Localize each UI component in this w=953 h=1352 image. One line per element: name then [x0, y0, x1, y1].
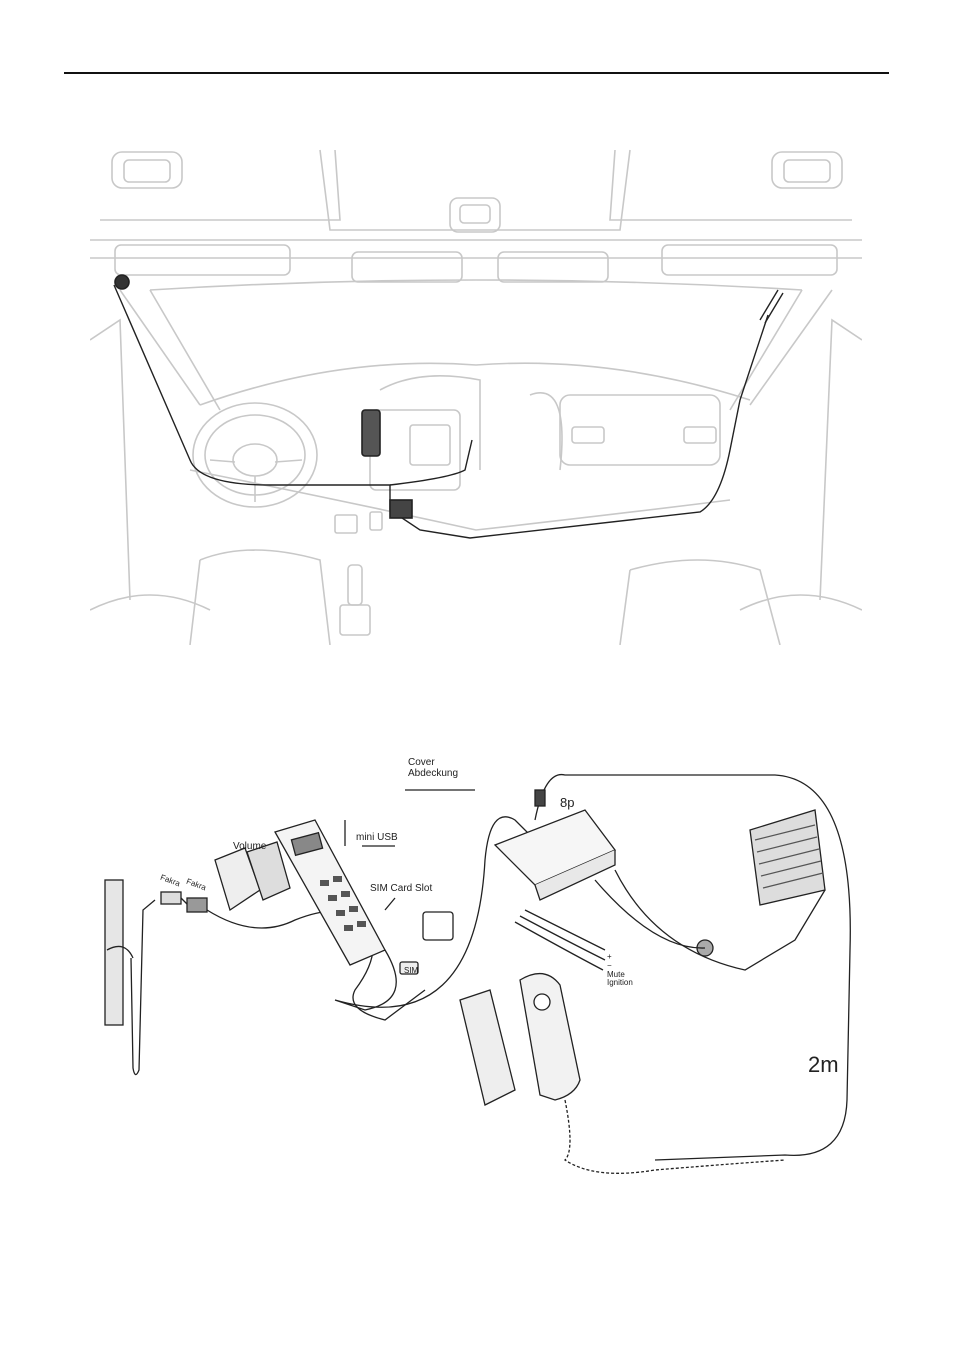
kit-components-diagram — [95, 750, 865, 1190]
label-plus: + — [607, 952, 612, 961]
cradle-icon — [460, 990, 515, 1105]
label-sim-tag: SIM — [404, 966, 418, 975]
label-8p: 8p — [560, 795, 574, 810]
label-abdeckung: Abdeckung — [408, 768, 458, 779]
fakra-connector-icon-2 — [187, 898, 207, 912]
label-mini-usb: mini USB — [356, 832, 398, 843]
connector-8p-icon — [535, 790, 545, 806]
label-minus: − — [607, 961, 612, 970]
car-kit-device-icon — [362, 410, 380, 456]
label-sim-card-slot: SIM Card Slot — [370, 883, 432, 894]
label-ignition: Ignition — [607, 978, 633, 987]
label-volume: Volume — [233, 841, 266, 852]
microphone-icon — [115, 275, 129, 289]
label-cover: Cover — [408, 757, 435, 768]
fakra-connector-icon — [161, 892, 181, 904]
truck-cab-illustration — [90, 140, 862, 645]
label-cable-length: 2m — [808, 1052, 839, 1078]
handset-icon — [520, 974, 580, 1100]
antenna-icon — [105, 880, 123, 1025]
header-rule — [64, 72, 889, 74]
